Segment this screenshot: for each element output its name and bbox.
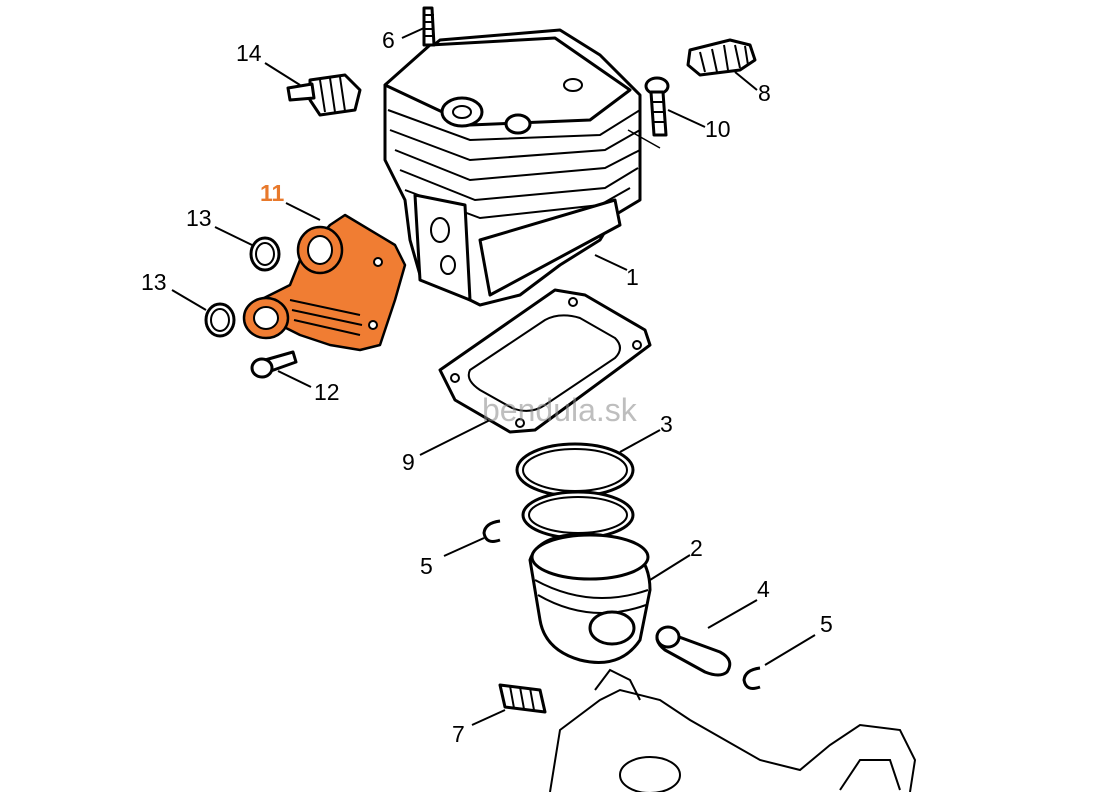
label-13-upper: 13 <box>186 205 212 231</box>
circlip-part-5-left <box>482 519 501 543</box>
label-11: 11 <box>260 180 285 206</box>
label-5-right: 5 <box>820 611 833 637</box>
spark-plug-part-8 <box>686 38 757 77</box>
label-4: 4 <box>757 576 770 602</box>
piston-part-2 <box>528 532 652 664</box>
label-9: 9 <box>402 449 415 475</box>
gasket-part-9 <box>438 288 652 434</box>
intake-manifold-part-11 <box>242 213 407 352</box>
piston-pin-part-4 <box>655 625 732 677</box>
label-2: 2 <box>690 535 703 561</box>
screw-part-12 <box>250 350 298 379</box>
label-13-lower: 13 <box>141 269 167 295</box>
decompression-valve-part-14 <box>286 73 362 117</box>
needle-cage-part-7 <box>498 683 547 714</box>
bolt-part-10 <box>644 76 670 137</box>
label-6: 6 <box>382 27 395 53</box>
label-10: 10 <box>705 116 731 142</box>
o-ring-part-13-lower <box>204 302 236 338</box>
cylinder-part-1 <box>383 28 642 307</box>
label-8: 8 <box>758 80 771 106</box>
label-5-left: 5 <box>420 553 433 579</box>
crankcase-partial <box>549 668 917 792</box>
label-14: 14 <box>236 40 262 66</box>
o-ring-part-13-upper <box>249 236 281 272</box>
stud-part-6 <box>422 6 436 47</box>
label-7: 7 <box>452 721 465 747</box>
watermark: bendula.sk <box>482 392 638 428</box>
piston-rings-part-3 <box>515 442 635 540</box>
label-12: 12 <box>314 379 340 405</box>
leader-lines <box>171 27 816 726</box>
circlip-part-5-right <box>742 666 761 690</box>
label-3: 3 <box>660 411 673 437</box>
label-1: 1 <box>626 264 639 290</box>
